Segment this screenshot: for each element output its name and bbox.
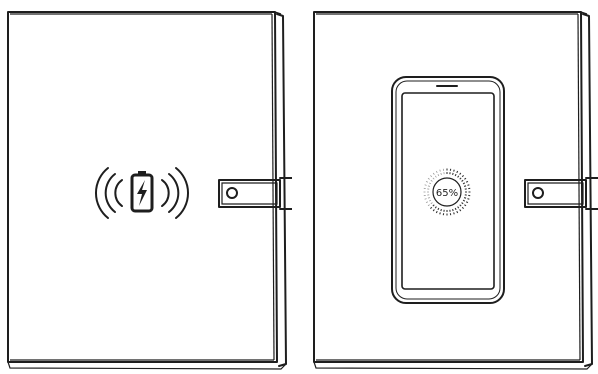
notebook-left-illustration	[0, 0, 292, 374]
strap-closure[interactable]	[525, 178, 598, 209]
notebook-left	[0, 0, 292, 374]
strap-closure[interactable]	[219, 178, 292, 209]
strap-button-icon	[227, 188, 237, 198]
strap-button-icon	[533, 188, 543, 198]
notebook-right: 65%	[306, 0, 598, 374]
battery-percentage-label: 65%	[436, 188, 458, 199]
notebook-cover	[8, 12, 286, 369]
notebook-right-illustration: 65%	[306, 0, 598, 374]
wireless-charging-battery-icon	[96, 168, 188, 218]
